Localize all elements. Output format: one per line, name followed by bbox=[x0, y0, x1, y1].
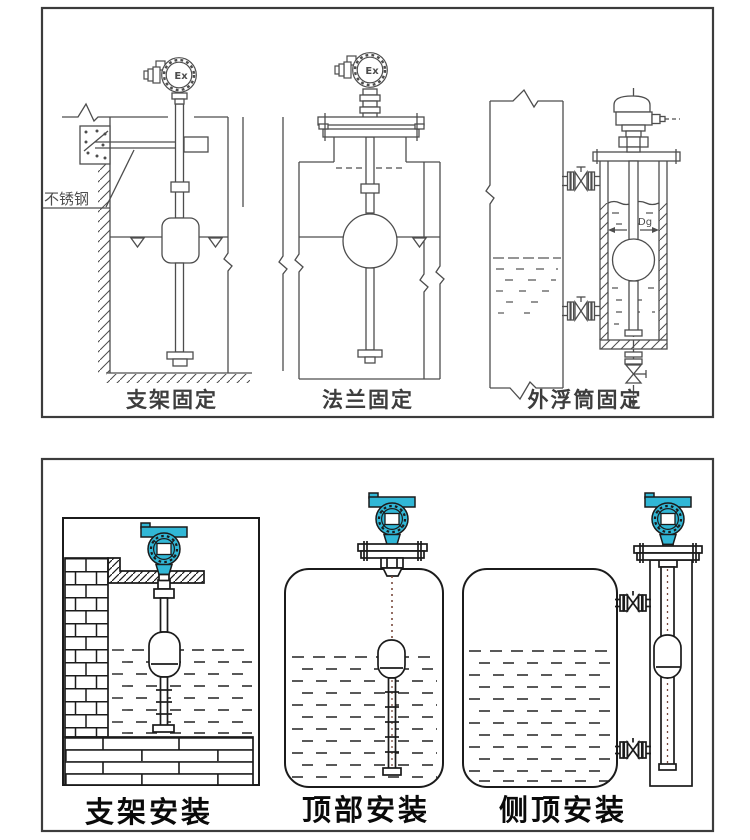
diagram-top-installation: 顶部安装 bbox=[284, 491, 444, 827]
tank-walls bbox=[294, 137, 445, 380]
chamber-internals bbox=[653, 559, 682, 771]
dimension-dg: Dg bbox=[608, 217, 659, 233]
diagram-bracket-installation: 支架安装 bbox=[62, 517, 260, 829]
water bbox=[469, 650, 611, 782]
process-tank bbox=[485, 88, 564, 401]
tank bbox=[462, 568, 618, 788]
caption-bracket-installation: 支架安装 bbox=[85, 795, 213, 829]
transmitter-head: Ex bbox=[333, 51, 389, 89]
float-sensor-assembly bbox=[161, 92, 209, 367]
ex-mark: Ex bbox=[174, 71, 188, 82]
support-bracket bbox=[107, 557, 205, 584]
float-sensor-assembly bbox=[148, 579, 181, 733]
drain-valve bbox=[624, 349, 647, 408]
caption-external-chamber-fixing: 外浮筒固定 bbox=[528, 388, 643, 412]
caption-side-top-installation: 侧顶安装 bbox=[499, 793, 627, 827]
caption-flange-fixing: 法兰固定 bbox=[322, 388, 414, 412]
chamber-head bbox=[613, 95, 680, 153]
flange bbox=[357, 541, 428, 577]
wall-bracket bbox=[79, 125, 190, 165]
flange bbox=[633, 543, 703, 563]
caption-top-installation: 顶部安装 bbox=[302, 793, 430, 827]
brick-wall bbox=[64, 557, 109, 738]
diagram-external-chamber-fixing: Dg 外浮筒固定 bbox=[485, 88, 681, 412]
diagram-bracket-fixing: Ex 不锈钢 支架固定 bbox=[43, 56, 288, 412]
tank-walls bbox=[62, 102, 288, 383]
stainless-steel-label: 不锈钢 bbox=[44, 190, 89, 208]
caption-bracket-fixing: 支架固定 bbox=[126, 388, 218, 412]
stainless-steel-callout: 不锈钢 bbox=[43, 149, 135, 209]
brick-floor bbox=[64, 736, 254, 786]
float-cable-assembly bbox=[377, 576, 406, 776]
float-rod bbox=[611, 160, 656, 337]
float-sensor-assembly bbox=[342, 136, 398, 364]
water bbox=[292, 656, 437, 778]
diagram-flange-fixing: Ex 法兰固定 bbox=[294, 51, 445, 412]
flange bbox=[317, 88, 425, 141]
dg-label: Dg bbox=[638, 217, 652, 228]
chamber bbox=[592, 149, 681, 350]
diagram-side-top-installation: 侧顶安装 bbox=[462, 491, 703, 827]
water bbox=[112, 649, 252, 734]
transmitter-head: Ex bbox=[142, 56, 198, 94]
tank bbox=[284, 568, 444, 788]
ex-mark: Ex bbox=[365, 66, 379, 77]
